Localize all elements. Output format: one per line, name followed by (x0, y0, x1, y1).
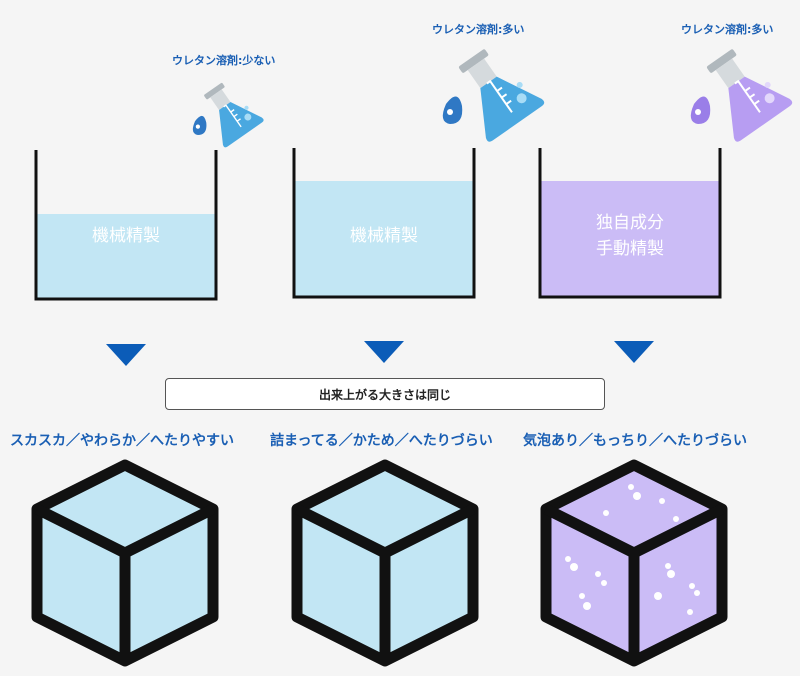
tank-process-3: 独自成分 手動精製 (541, 210, 719, 262)
solvent-label-1: ウレタン溶剤:少ない (172, 54, 276, 67)
process-line: 機械精製 (92, 226, 160, 246)
flask-droplet-icon-1 (192, 82, 264, 148)
tank-process-2: 機械精製 (295, 223, 473, 249)
tank-process-1: 機械精製 (37, 223, 215, 249)
texture-label-2: 詰まってる／かため／へたりづらい (270, 433, 493, 449)
process-line: 独自成分 (596, 213, 664, 233)
process-line: 機械精製 (350, 226, 418, 246)
process-line: 手動精製 (596, 239, 664, 259)
down-arrow-icon-3 (614, 341, 654, 363)
cube-bubbles (565, 484, 700, 615)
flask-droplet-icon-3 (690, 49, 793, 142)
texture-label-3: 気泡あり／もっちり／へたりづらい (523, 433, 747, 449)
result-banner: 出来上がる大きさは同じ (165, 378, 605, 410)
down-arrow-icon-1 (106, 344, 146, 366)
solvent-label-3: ウレタン溶剤:多い (681, 23, 774, 36)
flask-droplet-icon-2 (442, 49, 545, 142)
solvent-label-2: ウレタン溶剤:多い (432, 23, 525, 36)
down-arrow-icon-2 (364, 341, 404, 363)
texture-label-1: スカスカ／やわらか／へたりやすい (10, 433, 234, 449)
